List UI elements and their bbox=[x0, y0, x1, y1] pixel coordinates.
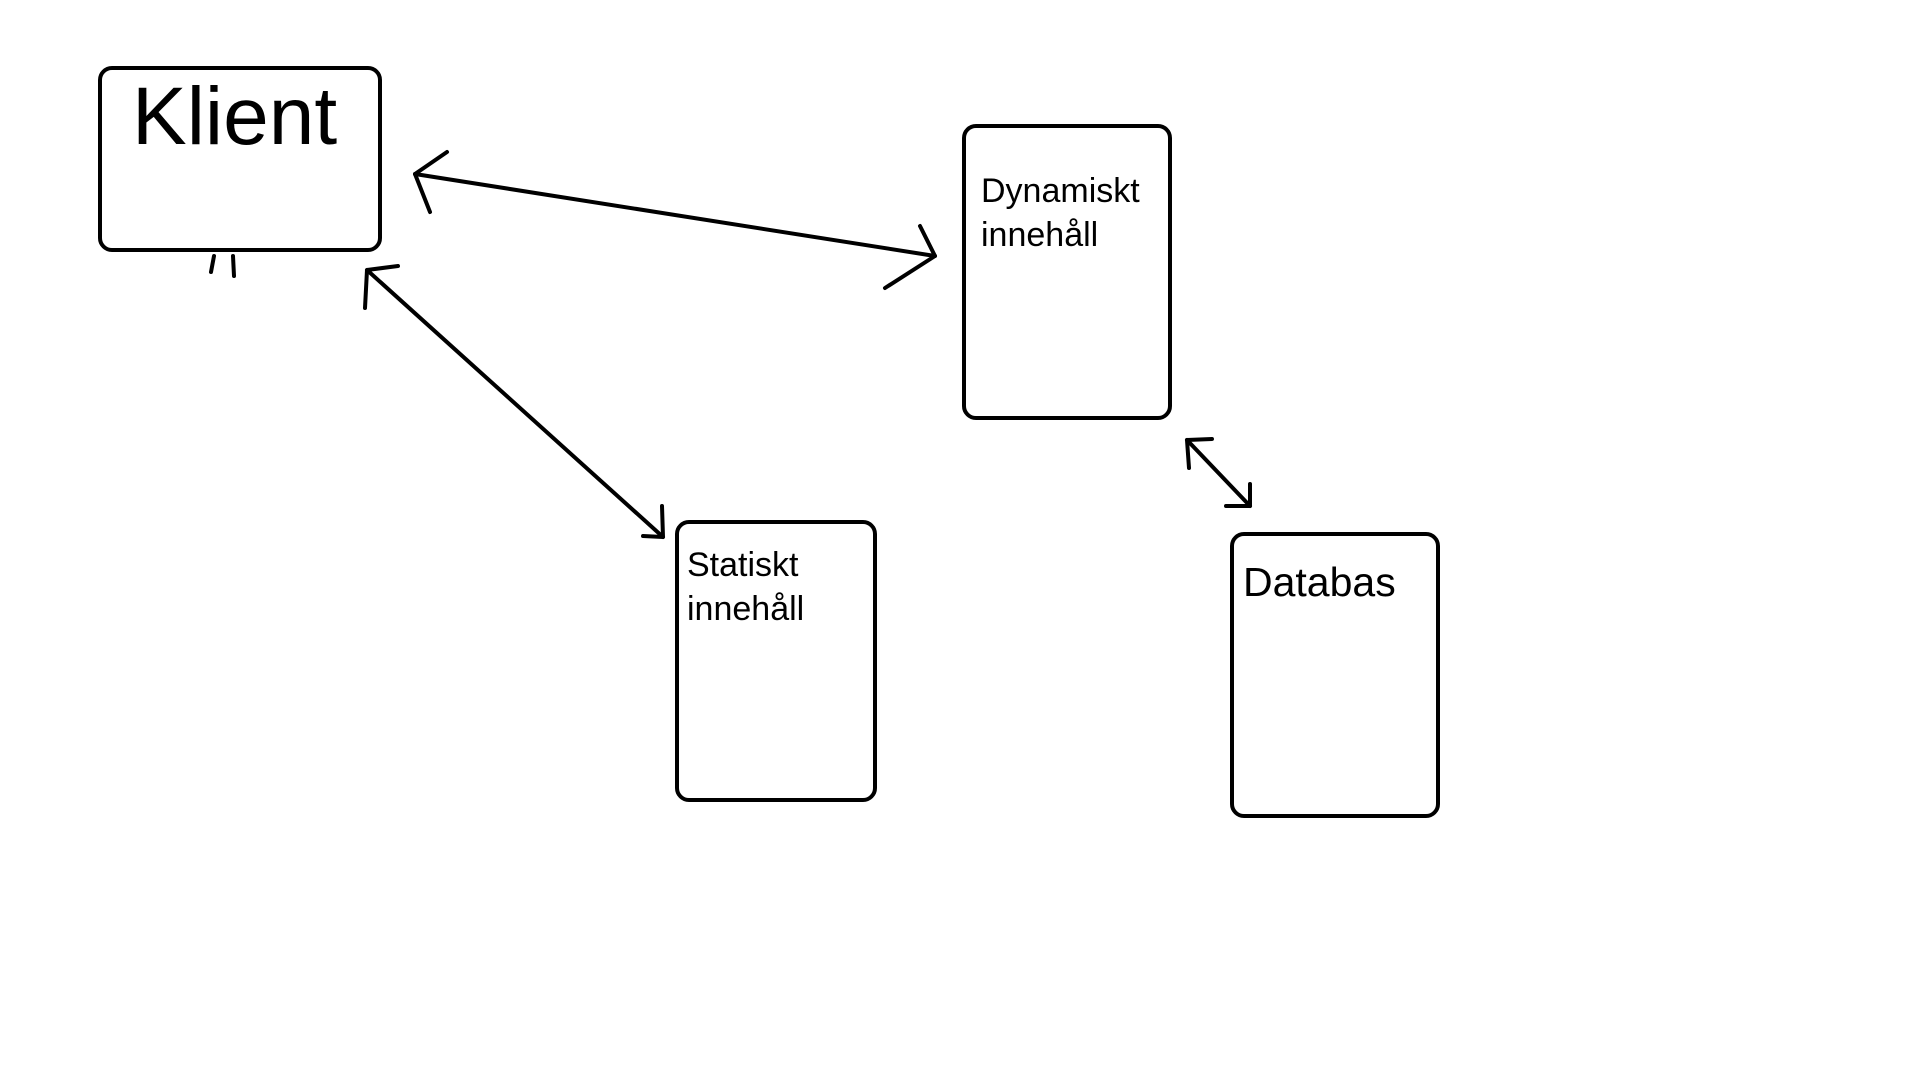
stray-mark-right bbox=[231, 254, 236, 278]
edge-klient-dynamiskt bbox=[413, 172, 937, 258]
node-databas: Databas bbox=[1230, 532, 1440, 818]
node-statiskt-innehall: Statiskt innehåll bbox=[675, 520, 877, 802]
arrowhead-statiskt-end bbox=[641, 504, 665, 539]
node-dynamiskt-innehall-label: Dynamiskt innehåll bbox=[981, 172, 1140, 254]
edge-klient-statiskt bbox=[365, 268, 665, 539]
node-statiskt-innehall-label: Statiskt innehåll bbox=[687, 546, 805, 628]
node-databas-label: Databas bbox=[1243, 559, 1396, 605]
arrowhead-klient-lower-end bbox=[363, 264, 400, 310]
arrowhead-databas-end bbox=[1224, 482, 1252, 508]
edge-dynamiskt-databas bbox=[1185, 438, 1252, 508]
node-klient: Klient bbox=[98, 66, 382, 252]
node-dynamiskt-innehall: Dynamiskt innehåll bbox=[962, 124, 1172, 420]
arrowhead-klient-end bbox=[413, 150, 449, 214]
arrowhead-dynamiskt-lower-end bbox=[1185, 437, 1214, 470]
stray-mark-left bbox=[209, 254, 216, 274]
arrowhead-dynamiskt-end bbox=[883, 224, 937, 290]
node-klient-label: Klient bbox=[132, 71, 338, 162]
